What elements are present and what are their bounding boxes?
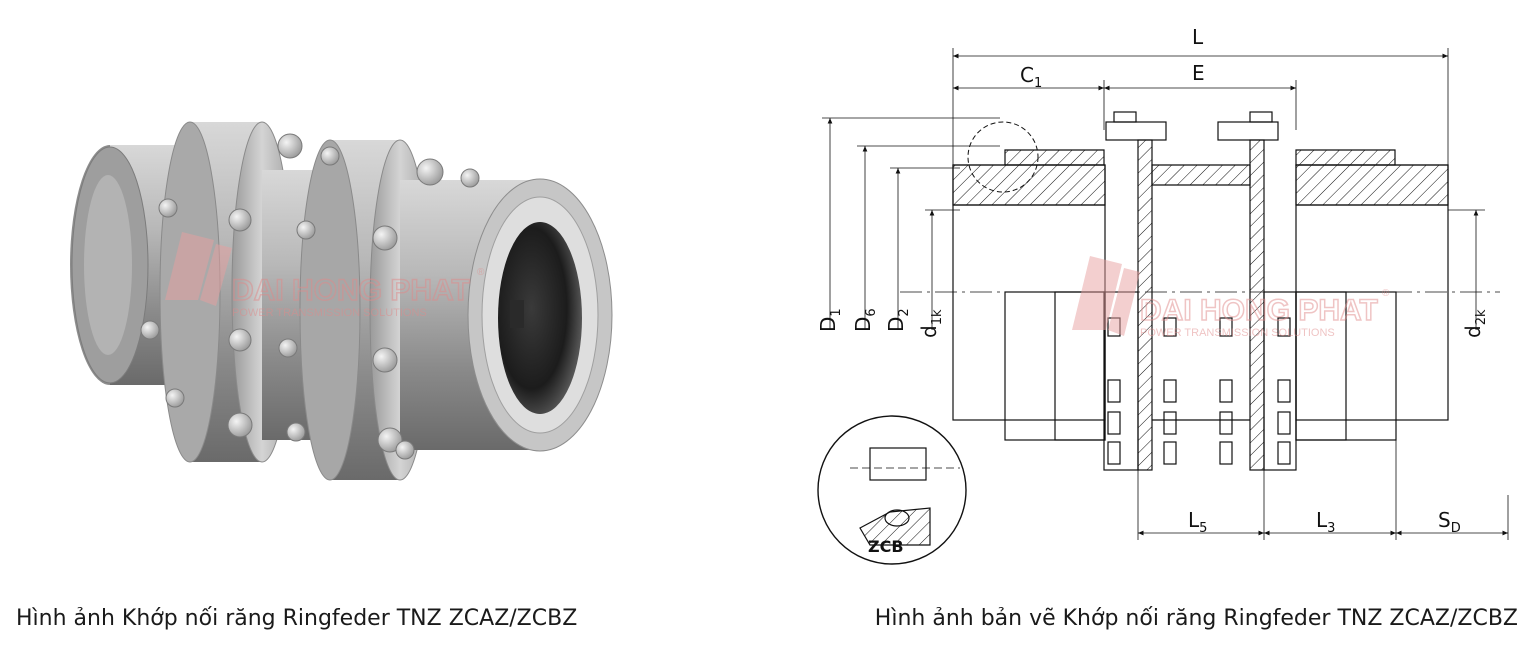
dim-D6: D6: [851, 308, 879, 332]
right-hub: [400, 178, 613, 452]
watermark-reg: ®: [477, 267, 485, 278]
bore-hole: [498, 222, 582, 414]
caption-photo: Hình ảnh Khớp nối răng Ringfeder TNZ ZCA…: [16, 606, 578, 631]
technical-drawing: L C1 E D1 D6 D2 d1k d2k L5 L3 SD ZCB DAI…: [780, 0, 1536, 600]
dim-d2k: d2k: [1461, 309, 1489, 338]
dim-L: L: [1192, 25, 1204, 49]
watermark-logo: DAI HONG PHAT ® POWER TRANSMISSION SOLUT…: [165, 232, 485, 319]
watermark-logo-drawing: DAI HONG PHAT ® POWER TRANSMISSION SOLUT…: [1072, 256, 1390, 339]
coupling-photo: DAI HONG PHAT ® POWER TRANSMISSION SOLUT…: [0, 0, 700, 600]
dim-L5: L5: [1188, 508, 1207, 536]
dim-D1: D1: [816, 308, 844, 332]
caption-drawing: Hình ảnh bản vẽ Khớp nối răng Ringfeder …: [874, 606, 1518, 631]
watermark-brand: DAI HONG PHAT: [232, 274, 470, 307]
watermark-tagline-drawing: POWER TRANSMISSION SOLUTIONS: [1140, 327, 1335, 339]
dim-C1: C1: [1020, 63, 1042, 91]
watermark-brand-drawing: DAI HONG PHAT: [1140, 294, 1378, 327]
dim-SD: SD: [1438, 508, 1461, 536]
dim-d1k: d1k: [917, 309, 945, 338]
dim-D2: D2: [884, 308, 912, 332]
watermark-tagline: POWER TRANSMISSION SOLUTIONS: [232, 307, 427, 319]
detail-label-zcb: ZCB: [868, 537, 904, 556]
dim-E: E: [1192, 61, 1205, 85]
watermark-reg-drawing: ®: [1382, 288, 1390, 299]
dim-L3: L3: [1316, 508, 1335, 536]
bolt-heads: [140, 133, 480, 460]
